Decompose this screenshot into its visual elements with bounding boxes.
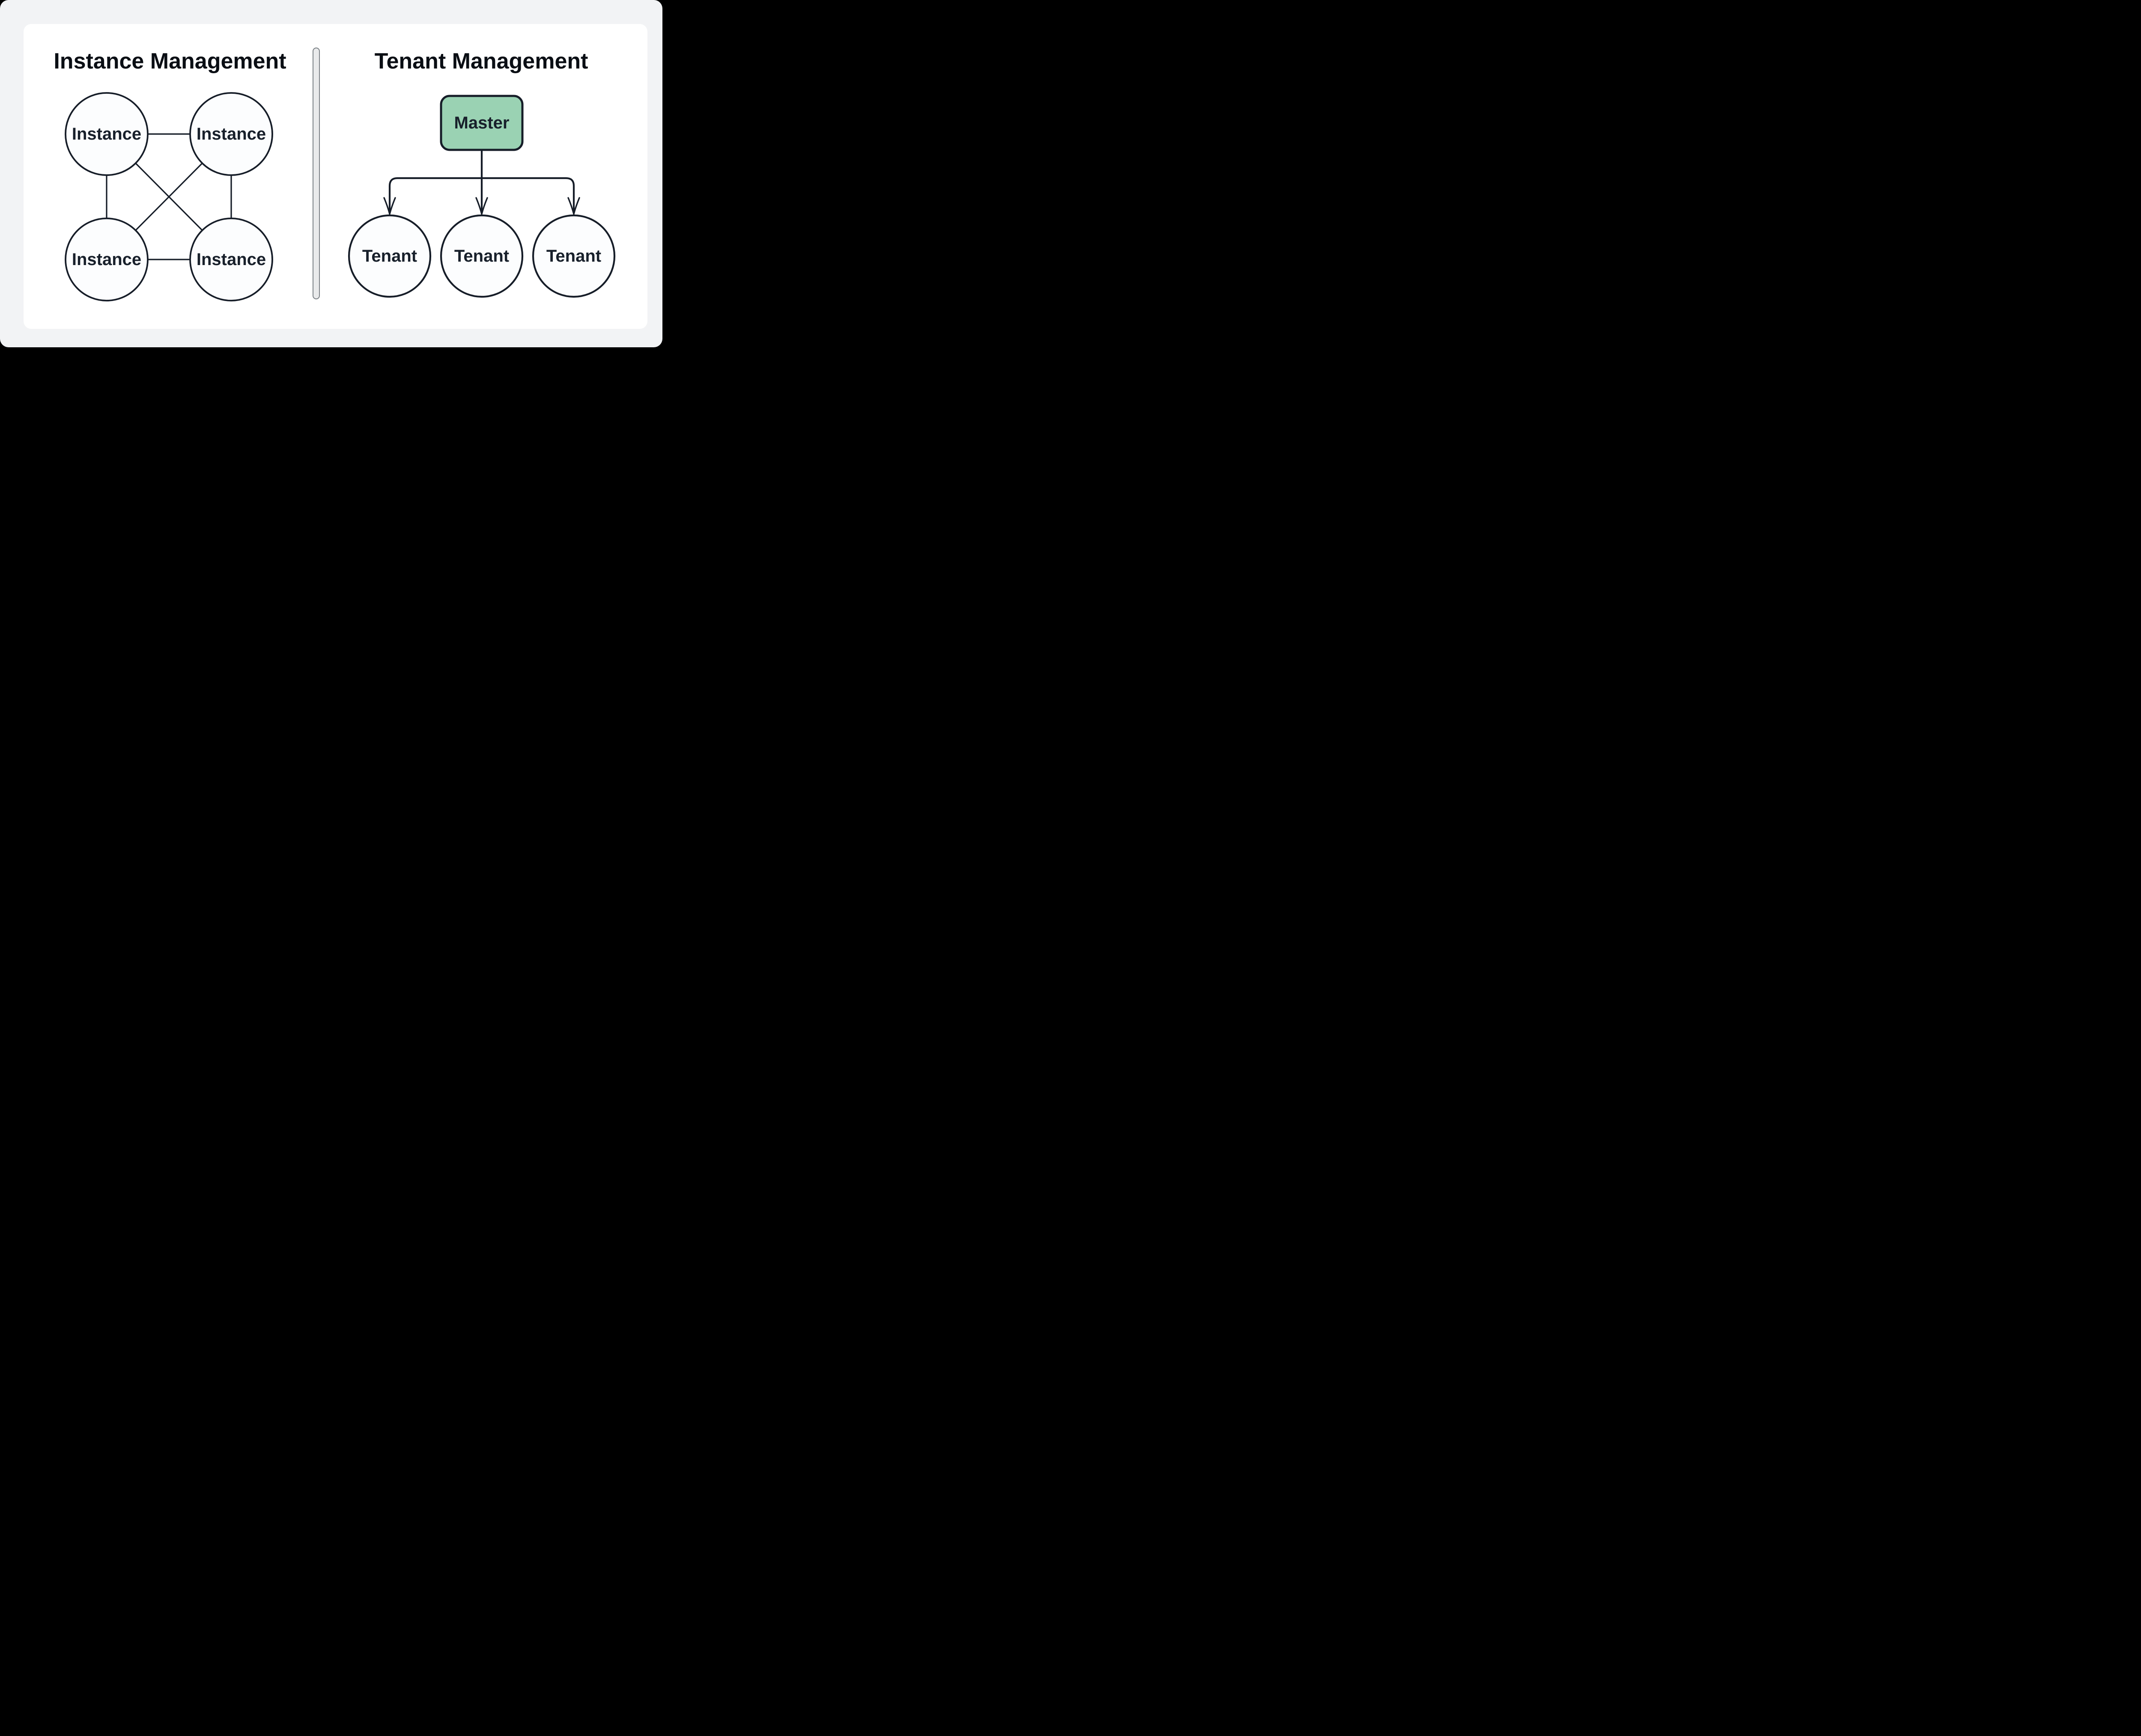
instance-management-panel: Instance Management Instance Instance In… bbox=[54, 49, 286, 301]
instance-node-circle bbox=[189, 218, 273, 301]
instance-node-label: Instance bbox=[197, 250, 266, 269]
instance-node-circle bbox=[65, 92, 149, 176]
panel-divider bbox=[313, 48, 320, 299]
arrow-down-icon bbox=[475, 197, 488, 215]
arrow-down-icon bbox=[567, 197, 580, 215]
instance-node-label: Instance bbox=[72, 125, 141, 143]
tenant-node-label: Tenant bbox=[546, 247, 601, 265]
tenant-node-circle bbox=[348, 214, 432, 298]
instance-node-label: Instance bbox=[72, 250, 141, 269]
left-panel-title: Instance Management bbox=[54, 49, 286, 74]
canvas-background: Instance Management Instance Instance In… bbox=[0, 0, 662, 347]
tenant-management-panel: Tenant Management Master Tenant Tenant T… bbox=[348, 49, 616, 298]
master-node-box bbox=[440, 95, 524, 151]
tenant-node-circle bbox=[440, 214, 524, 298]
right-panel-title: Tenant Management bbox=[375, 49, 588, 74]
tenant-node-label: Tenant bbox=[454, 247, 509, 265]
comparison-diagram: Instance Management Instance Instance In… bbox=[54, 48, 616, 301]
instance-node-circle bbox=[189, 92, 273, 176]
instance-node-label: Instance bbox=[197, 125, 266, 143]
instance-node-circle bbox=[65, 218, 149, 301]
arrow-down-icon bbox=[383, 197, 396, 215]
tenant-node-circle bbox=[532, 214, 616, 298]
branch-connector bbox=[388, 177, 575, 213]
master-node-label: Master bbox=[454, 113, 510, 132]
tenant-node-label: Tenant bbox=[362, 247, 417, 265]
